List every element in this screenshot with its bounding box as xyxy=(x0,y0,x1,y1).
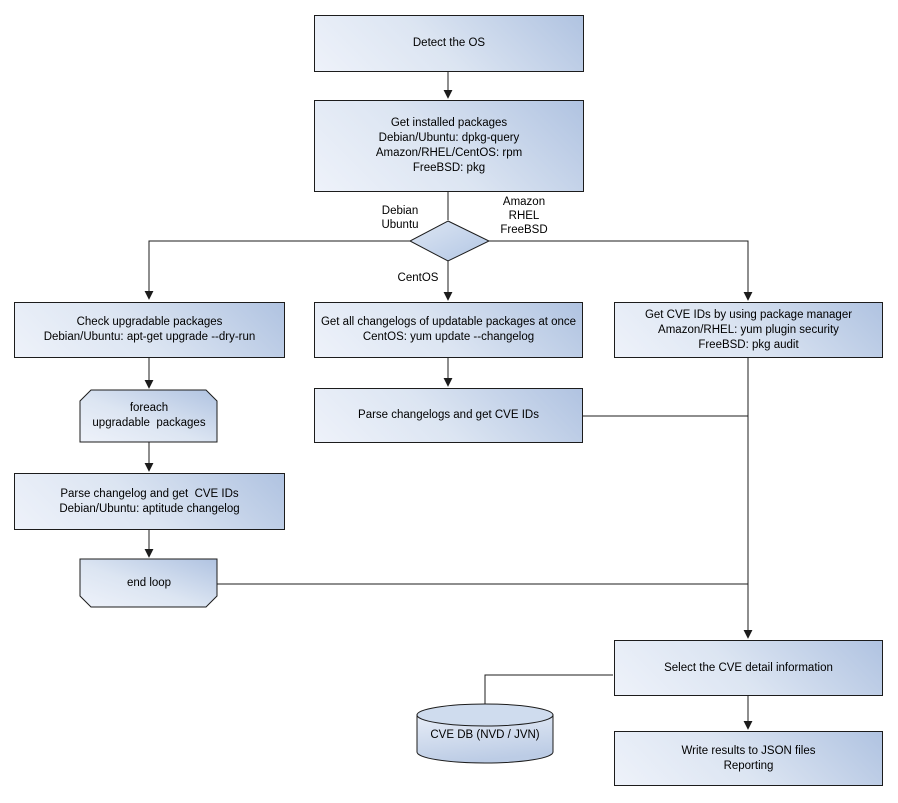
edge-label-centos: CentOS xyxy=(397,272,439,284)
node-write-results: Write results to JSON files Reporting xyxy=(614,731,883,786)
node-foreach-label: foreach upgradable packages xyxy=(92,402,206,429)
cve-db-cylinder-body xyxy=(416,714,554,764)
node-get-cve-ids-package-manager: Get CVE IDs by using package manager Ama… xyxy=(614,302,883,358)
node-parse-changelogs-get-cve-ids-label: Parse changelogs and get CVE IDs xyxy=(358,409,539,421)
foreach-loop-shape xyxy=(79,389,218,443)
node-parse-changelog-get-cve-ids: Parse changelog and get CVE IDs Debian/U… xyxy=(14,473,285,530)
node-cve-db-label: CVE DB (NVD / JVN) xyxy=(430,728,540,741)
os-decision-diamond xyxy=(408,220,491,262)
edge-decision-amazon-rhel-freebsd xyxy=(489,240,753,301)
edge-label-debian-ubuntu: Debian Ubuntu xyxy=(381,205,419,231)
node-end-loop-label: end loop xyxy=(126,576,172,589)
end-loop-shape xyxy=(79,558,218,608)
node-end-loop: end loop xyxy=(80,559,218,607)
node-write-results-label: Write results to JSON files Reporting xyxy=(681,744,816,772)
node-detect-os: Detect the OS xyxy=(314,15,584,72)
node-select-cve-detail: Select the CVE detail information xyxy=(614,640,883,696)
cve-db-cylinder-top xyxy=(416,703,554,727)
node-parse-changelogs-get-cve-ids: Parse changelogs and get CVE IDs xyxy=(314,388,583,443)
node-get-installed-packages: Get installed packages Debian/Ubuntu: dp… xyxy=(314,100,584,192)
node-get-all-changelogs: Get all changelogs of updatable packages… xyxy=(314,302,583,358)
edge-decision-debian-ubuntu xyxy=(144,240,410,300)
node-foreach-upgradable-packages: foreach upgradable packages xyxy=(80,390,218,442)
node-parse-changelog-get-cve-ids-label: Parse changelog and get CVE IDs Debian/U… xyxy=(59,487,240,515)
node-check-upgradable-packages: Check upgradable packages Debian/Ubuntu:… xyxy=(14,302,285,358)
node-get-cve-ids-package-manager-label: Get CVE IDs by using package manager Ama… xyxy=(644,308,853,351)
node-select-cve-detail-label: Select the CVE detail information xyxy=(664,661,833,674)
edge-cvedb-to-select xyxy=(484,674,613,704)
node-cve-db: CVE DB (NVD / JVN) xyxy=(417,714,553,756)
node-check-upgradable-packages-label: Check upgradable packages Debian/Ubuntu:… xyxy=(43,316,256,343)
edge-label-amazon-rhel-freebsd: Amazon RHEL FreeBSD xyxy=(500,196,548,236)
node-detect-os-label: Detect the OS xyxy=(412,37,486,49)
node-get-installed-packages-label: Get installed packages Debian/Ubuntu: dp… xyxy=(375,117,523,174)
node-get-all-changelogs-label: Get all changelogs of updatable packages… xyxy=(320,316,577,343)
